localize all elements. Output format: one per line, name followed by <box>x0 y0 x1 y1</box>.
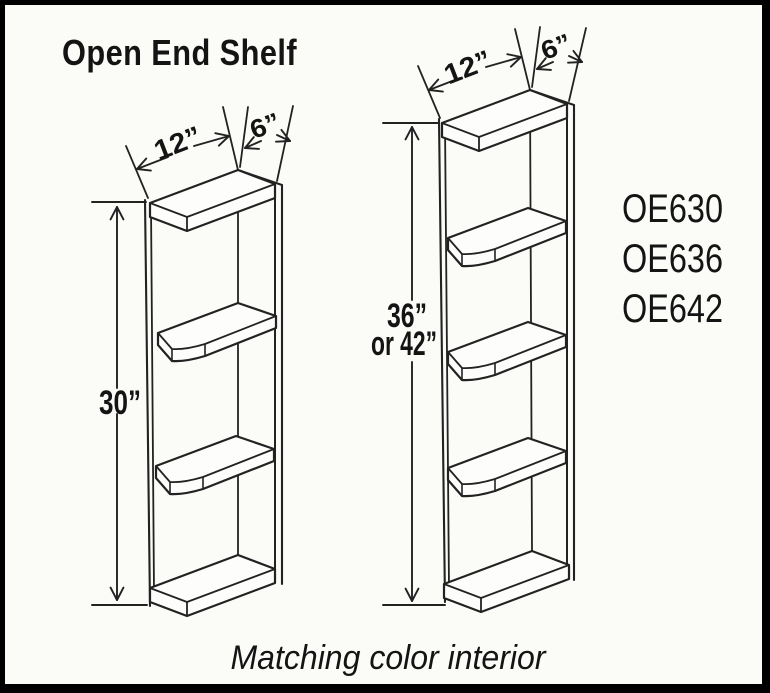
left-shelf-unit-drawing <box>91 105 294 618</box>
product-code-oe630: OE630 <box>622 187 723 231</box>
right-unit-height-dimension-label-line1: 36” <box>387 297 427 335</box>
right-unit-width-dimension-label: 12” <box>440 44 496 90</box>
left-unit-height-dimension-label: 30” <box>99 384 141 422</box>
left-unit-width-dimension-label: 12” <box>150 120 206 166</box>
right-unit-depth-dimension-label: 6” <box>537 27 575 65</box>
page-title: Open End Shelf <box>62 32 297 73</box>
product-code-oe636: OE636 <box>622 237 723 281</box>
right-unit-height-dimension-label-line2: or 42” <box>371 325 437 363</box>
footer-note: Matching color interior <box>231 639 548 677</box>
product-code-oe642: OE642 <box>622 287 723 331</box>
right-shelf-unit-drawing <box>382 26 587 614</box>
